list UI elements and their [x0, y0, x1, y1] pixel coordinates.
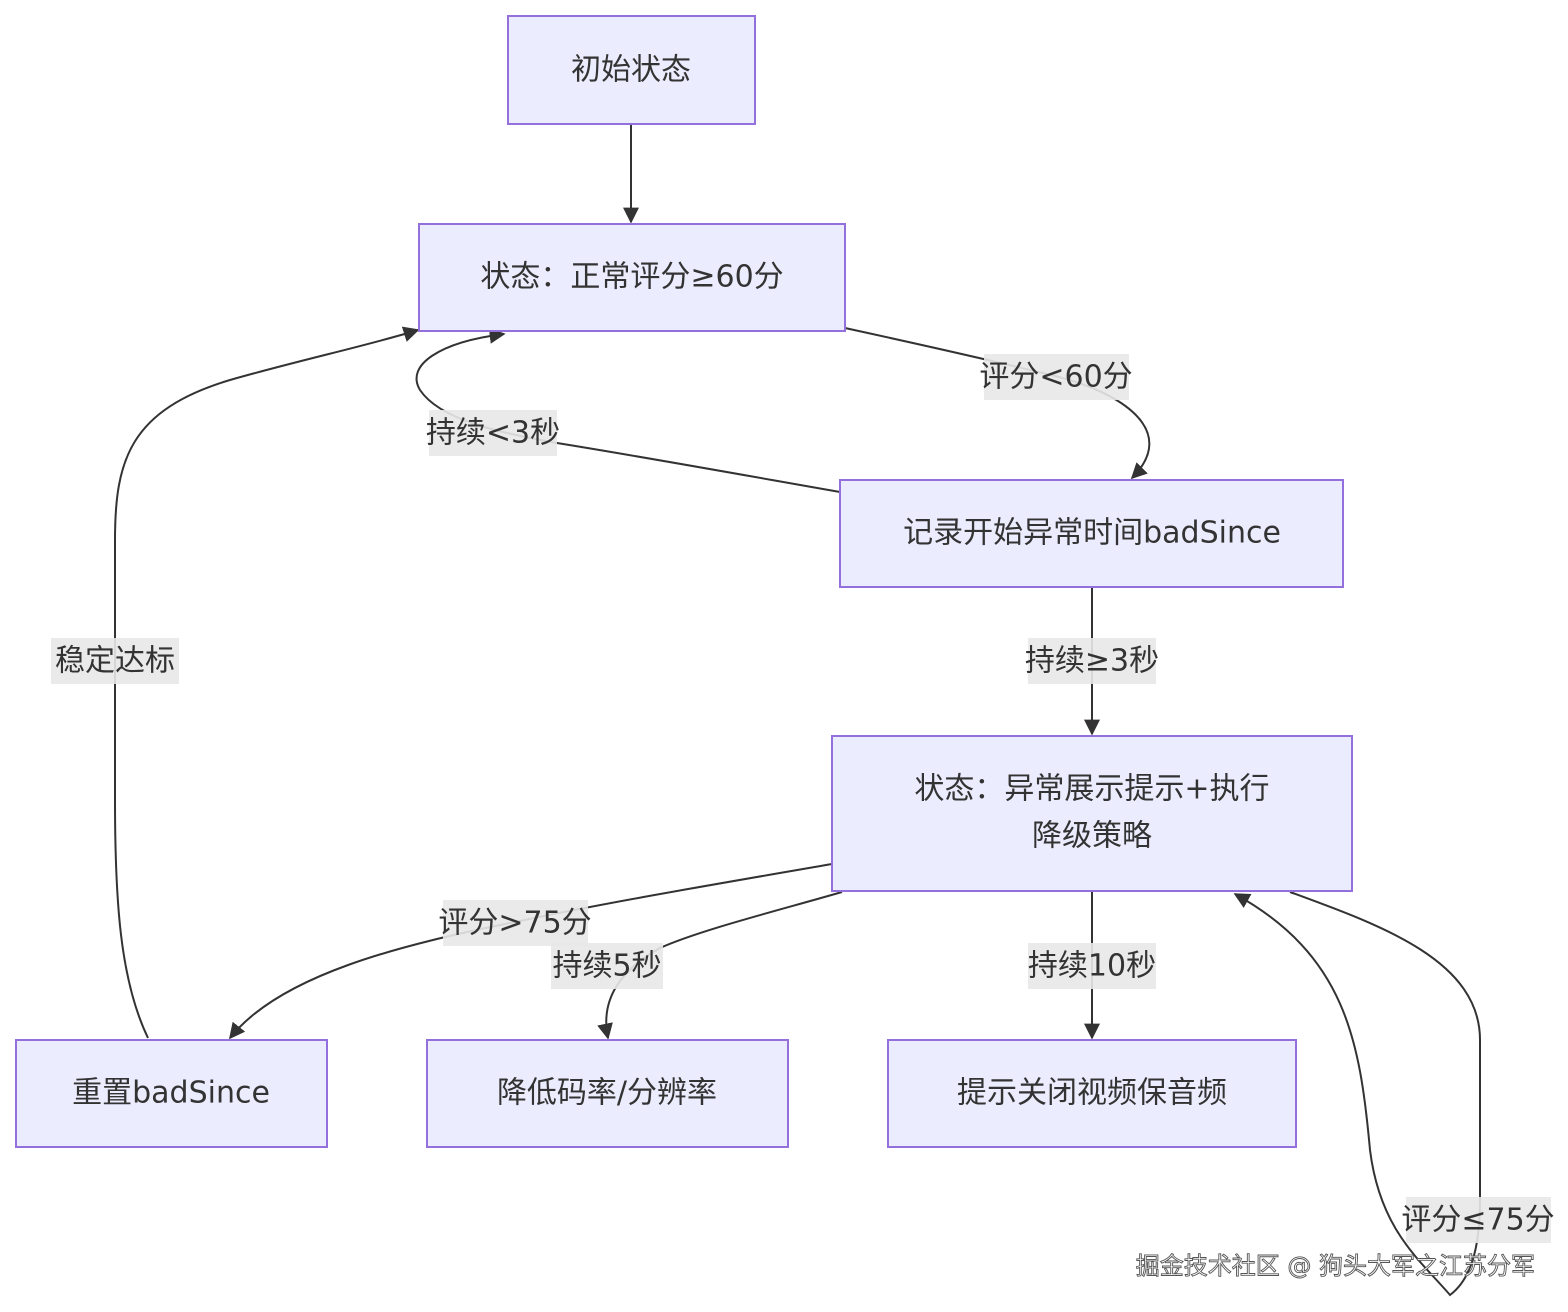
edge-label-text: 持续10秒 — [1028, 949, 1156, 984]
edge-normal-to-record — [844, 327, 1151, 480]
node-reset-bad-since: 重置badSince — [15, 1039, 328, 1148]
edge-abnormal-self-loop — [1233, 891, 1481, 1297]
edge-label-text: 评分<60分 — [979, 360, 1132, 395]
edge-label-text: 评分>75分 — [438, 906, 591, 941]
edge-label-stable: 稳定达标 — [51, 638, 179, 684]
node-record-bad-since: 记录开始异常时间badSince — [839, 479, 1344, 588]
node-label: 记录开始异常时间badSince — [903, 516, 1281, 551]
edge-label-lasting-ge-3s: 持续≥3秒 — [1025, 638, 1159, 684]
edge-label-score-lt-60: 评分<60分 — [979, 354, 1133, 400]
node-abnormal-state: 状态：异常展示提示+执行 降级策略 — [831, 735, 1353, 892]
node-label: 重置badSince — [72, 1076, 270, 1111]
node-label: 降低码率/分辨率 — [497, 1076, 717, 1111]
edge-label-score-le-75: 评分≤75分 — [1401, 1197, 1555, 1243]
edge-label-score-gt-75: 评分>75分 — [438, 900, 592, 946]
edge-abnormal-to-reset — [229, 863, 833, 1040]
node-normal-state: 状态：正常评分≥60分 — [418, 223, 846, 332]
watermark-text: 掘金技术社区 @ 狗头大军之江苏分军 — [1136, 1252, 1535, 1280]
edge-label-text: 持续<3秒 — [426, 416, 560, 451]
edge-label-text: 稳定达标 — [55, 644, 175, 679]
node-label-line1: 状态：异常展示提示+执行 — [914, 772, 1269, 807]
edge-label-lasting-10s: 持续10秒 — [1028, 943, 1156, 989]
edge-reset-to-normal — [114, 326, 420, 1039]
node-label: 初始状态 — [571, 53, 691, 88]
edge-label-text: 持续≥3秒 — [1025, 644, 1159, 679]
node-initial-state: 初始状态 — [507, 15, 756, 125]
edge-label-lasting-5s: 持续5秒 — [551, 943, 663, 989]
edge-label-text: 评分≤75分 — [1401, 1203, 1554, 1238]
node-label-line2: 降级策略 — [1032, 819, 1152, 854]
node-prompt-audio-only: 提示关闭视频保音频 — [887, 1039, 1297, 1148]
node-label: 提示关闭视频保音频 — [957, 1076, 1227, 1111]
node-label: 状态：正常评分≥60分 — [480, 260, 783, 295]
edge-label-text: 持续5秒 — [552, 949, 661, 984]
node-lower-bitrate: 降低码率/分辨率 — [426, 1039, 789, 1148]
edge-abnormal-to-lower — [597, 891, 843, 1040]
edge-label-lasting-lt-3s: 持续<3秒 — [426, 410, 560, 456]
